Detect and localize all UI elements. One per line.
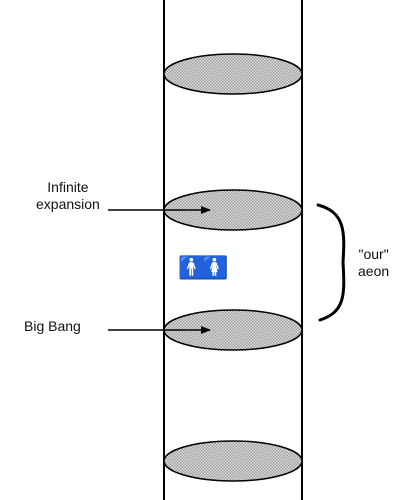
infinite-expansion-label-line2: expansion xyxy=(36,196,100,212)
aeon-bracket xyxy=(316,203,346,322)
our-aeon-label-line1: "our" xyxy=(358,246,389,262)
our-aeon-label: "our" aeon xyxy=(358,246,389,280)
big-bang-label: Big Bang xyxy=(24,318,81,334)
woman-icon: 🚺 xyxy=(201,256,229,281)
infinite-expansion-label: Infinite expansion xyxy=(36,179,100,213)
infinite-expansion-label-line1: Infinite xyxy=(47,179,89,195)
aeon-boundary-disk-top xyxy=(163,53,303,95)
our-aeon-label-line2: aeon xyxy=(358,263,390,279)
man-icon: 🚹 xyxy=(178,256,206,281)
aeon-boundary-disk-bottom xyxy=(163,440,303,482)
